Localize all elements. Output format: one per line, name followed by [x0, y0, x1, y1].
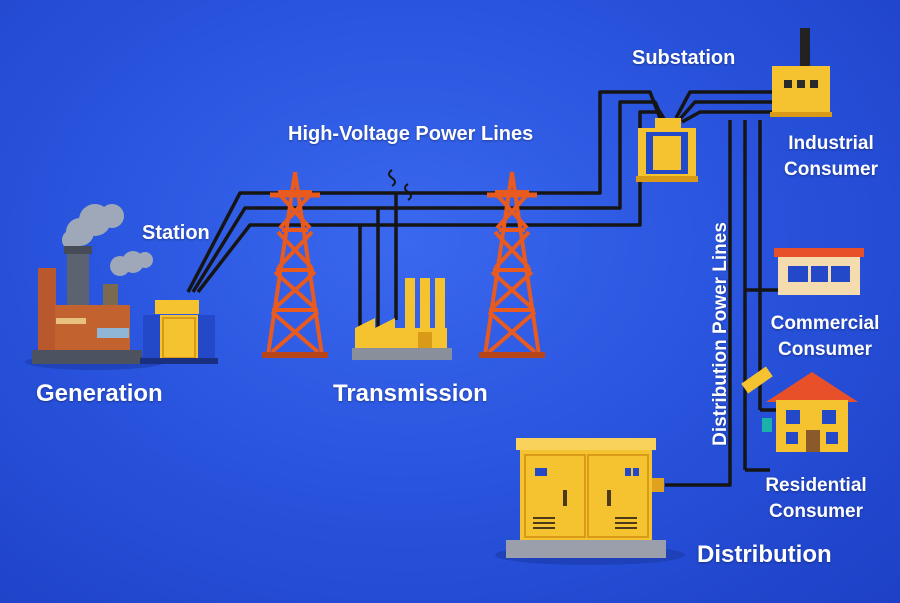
commercial-label-line1: Commercial: [770, 313, 880, 334]
high-voltage-lines-label: High-Voltage Power Lines: [288, 123, 534, 145]
substation-label: Substation: [632, 47, 736, 69]
substation-transformer: [636, 118, 698, 182]
commercial-consumer-label: Commercial Consumer: [762, 311, 888, 363]
industrial-label-line2: Consumer: [784, 159, 878, 180]
residential-label-line1: Residential: [765, 475, 867, 496]
transmission-label: Transmission: [333, 380, 488, 407]
residential-house: [741, 366, 858, 452]
transmission-tower-left: [262, 171, 328, 358]
residential-label-line2: Consumer: [769, 501, 863, 522]
generation-plant: [32, 204, 153, 364]
commercial-building: [774, 248, 864, 295]
industrial-label-line1: Industrial: [788, 133, 874, 154]
station-transformer: [140, 300, 218, 364]
transmission-factory: [352, 278, 452, 360]
distribution-label: Distribution: [697, 541, 832, 568]
industrial-consumer-label: Industrial Consumer: [776, 131, 886, 183]
industrial-building: [770, 28, 832, 117]
station-label: Station: [142, 222, 210, 244]
residential-consumer-label: Residential Consumer: [756, 473, 876, 525]
commercial-label-line2: Consumer: [778, 339, 872, 360]
distribution-cabinet: [506, 438, 666, 558]
distribution-lines-label: Distribution Power Lines: [710, 222, 731, 446]
generation-label: Generation: [36, 380, 163, 407]
transmission-tower-right: [479, 171, 545, 358]
power-lines: [186, 90, 790, 487]
smoke-icon: [62, 204, 153, 276]
